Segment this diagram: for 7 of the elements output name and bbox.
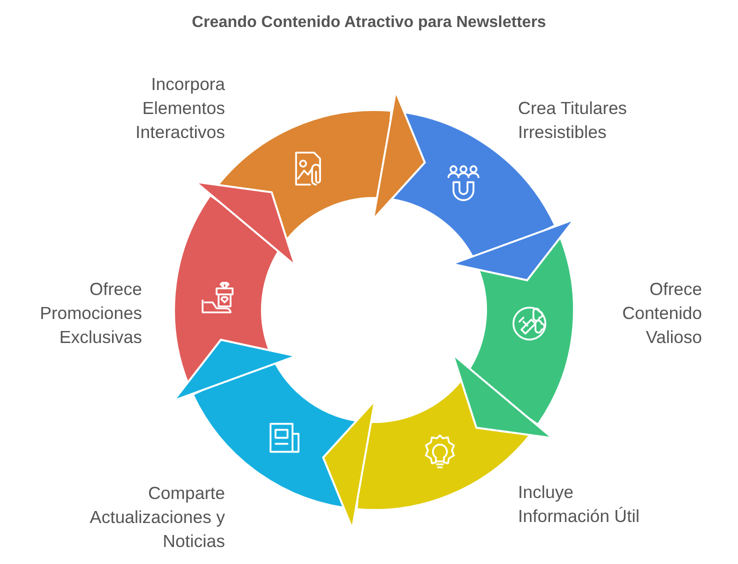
step-label: Comparte Actualizaciones y Noticias — [88, 482, 225, 553]
step-label: Incluye Información Útil — [518, 481, 641, 528]
step-label: Crea Titulares Irresistibles — [518, 97, 628, 144]
step-label: Ofrece Contenido Valioso — [621, 278, 702, 349]
title: Creando Contenido Atractivo para Newsletters — [190, 14, 548, 32]
step-label: Incorpora Elementos Interactivos — [134, 73, 225, 144]
step-label: Ofrece Promociones Exclusivas — [38, 278, 142, 349]
